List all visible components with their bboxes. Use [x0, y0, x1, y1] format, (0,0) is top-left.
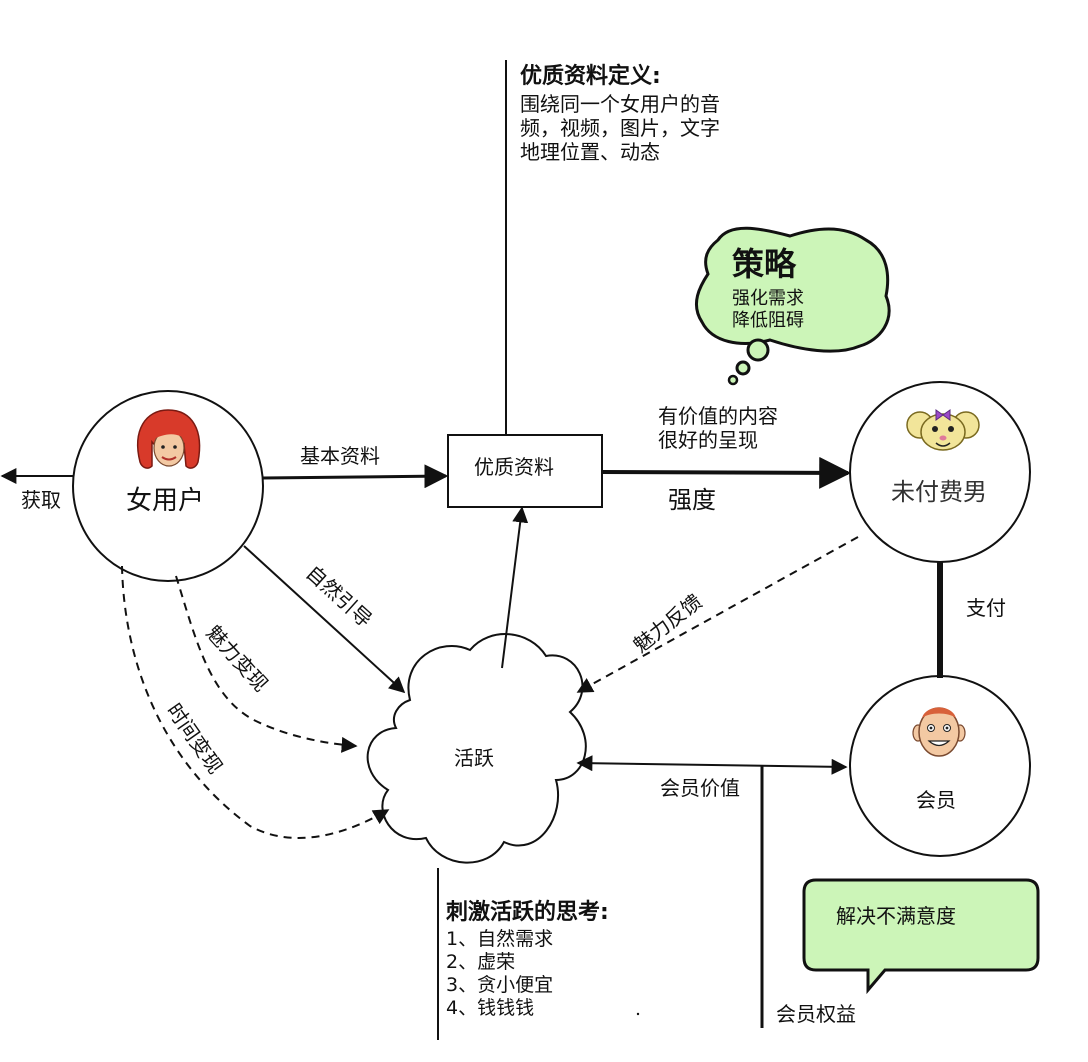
basic-profile-arrow: [262, 464, 449, 489]
valuable-content-label: 有价值的内容 很好的呈现: [658, 404, 778, 452]
stimulate-active-list: 1、自然需求 2、虚荣 3、贪小便宜 4、钱钱钱: [446, 928, 554, 1019]
natural-guidance-arrow: [243, 545, 406, 694]
charm-monetize-arrow: [175, 575, 358, 753]
quality-profile-node: [447, 434, 603, 508]
thought-dot-small: [727, 374, 739, 386]
dissatisfaction-label: 解决不满意度: [836, 904, 956, 928]
strategy-body: 强化需求 降低阻碍: [732, 288, 804, 331]
stimulate-active-title: 刺激活跃的思考:: [446, 900, 609, 925]
thought-dot-large: [746, 338, 770, 362]
acquire-label: 获取: [21, 488, 61, 512]
stray-dot: [636, 1012, 640, 1016]
unpaid-male-label: 未付费男: [891, 478, 987, 506]
quality-definition-title: 优质资料定义:: [520, 64, 661, 89]
woman-red-hair-icon: [137, 409, 201, 469]
member-node: [849, 675, 1031, 857]
dissatisfaction-speech-bubble: [802, 878, 1040, 995]
intensity-label: 强度: [668, 486, 716, 514]
thought-dot-medium: [735, 360, 751, 376]
member-value-label: 会员价值: [660, 776, 740, 800]
member-value-arrow: [576, 755, 848, 775]
bald-man-icon: [912, 707, 966, 757]
quality-definition-body: 围绕同一个女用户的音 频，视频，图片，文字 地理位置、动态: [520, 92, 720, 164]
quality-profile-label: 优质资料: [474, 455, 554, 479]
female-user-label: 女用户: [126, 486, 205, 516]
time-monetize-arrow: [121, 565, 390, 839]
basic-profile-label: 基本资料: [300, 444, 380, 468]
active-label: 活跃: [454, 746, 494, 770]
strategy-thought-bubble: [695, 226, 891, 353]
cartoon-mouse-icon: [906, 409, 980, 451]
pay-label: 支付: [966, 596, 1006, 620]
female-user-node: [72, 390, 264, 582]
strategy-title: 策略: [732, 245, 797, 283]
charm-feedback-arrow: [576, 536, 859, 693]
intensity-arrow: [601, 456, 852, 489]
unpaid-male-node: [849, 381, 1031, 563]
member-rights-label: 会员权益: [776, 1002, 856, 1026]
member-label: 会员: [916, 788, 956, 812]
active-to-profile-arrow: [501, 506, 529, 669]
